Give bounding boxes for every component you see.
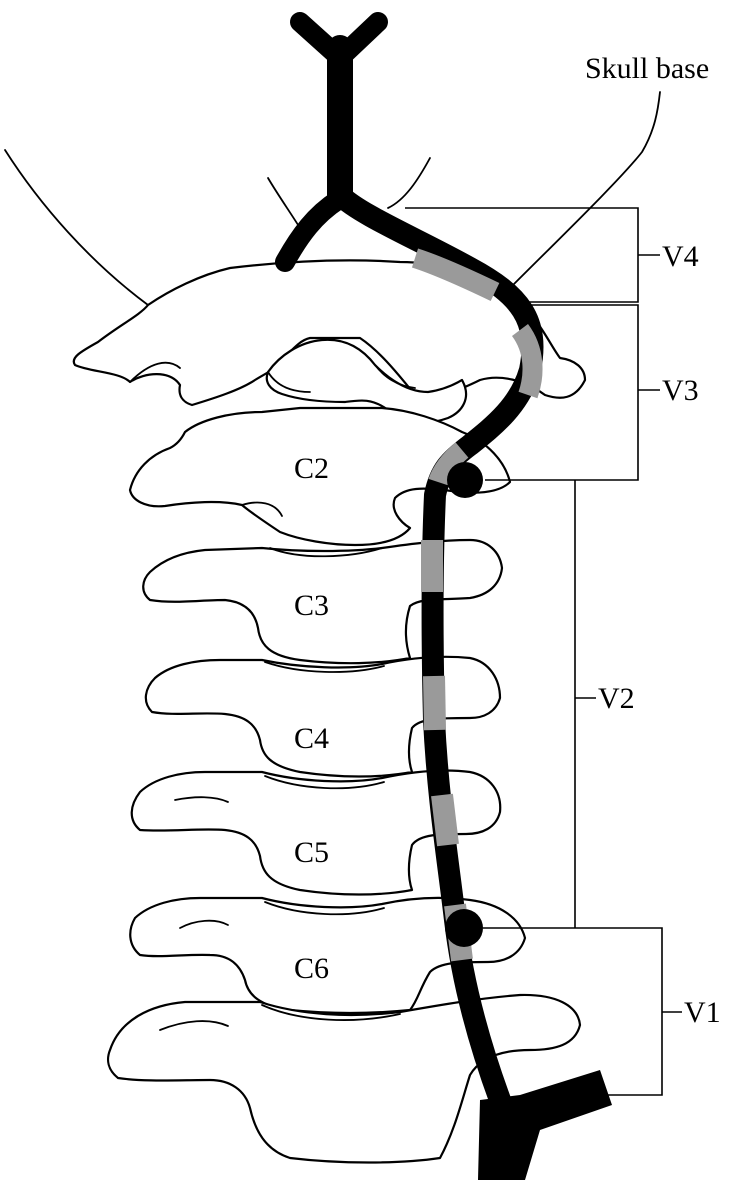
vertebra-c6 bbox=[129, 896, 527, 1015]
highlight-v4 bbox=[411, 248, 500, 302]
c5-top-edge bbox=[264, 775, 385, 790]
highlight-v3-loop bbox=[511, 324, 543, 399]
vertebra-label-c2: C2 bbox=[294, 452, 329, 485]
highlight-c5 bbox=[431, 793, 459, 847]
vertebra-label-c3: C3 bbox=[294, 589, 329, 622]
skull-outline bbox=[4, 149, 149, 306]
vertebra-label-c5: C5 bbox=[294, 836, 329, 869]
skull-base-pointer bbox=[509, 91, 661, 289]
vertebra-c5 bbox=[130, 769, 502, 896]
segment-label-v4: V4 bbox=[662, 240, 699, 273]
c5-inner-line bbox=[174, 796, 229, 803]
segment-label-v2: V2 bbox=[598, 682, 635, 715]
c7-top-edge bbox=[261, 1004, 401, 1021]
segment-label-v1: V1 bbox=[684, 996, 721, 1029]
vertebra-c3 bbox=[142, 538, 504, 665]
c7-inner-line bbox=[159, 1020, 229, 1031]
c2-spinous-line bbox=[241, 501, 283, 517]
highlight-c4 bbox=[423, 675, 446, 731]
atlas-inner-left bbox=[267, 371, 311, 393]
atlas-inner-right bbox=[374, 364, 416, 389]
bracket-v1 bbox=[483, 927, 682, 1096]
skull-base-label: Skull base bbox=[585, 52, 709, 85]
posterior-branch-left bbox=[267, 177, 301, 229]
posterior-branch-right bbox=[387, 157, 431, 209]
subclavian-origin bbox=[478, 1070, 612, 1180]
bracket-v2 bbox=[574, 480, 596, 928]
bracket-v4 bbox=[405, 207, 660, 303]
atlas-c1 bbox=[265, 338, 468, 425]
basilar-fork-right bbox=[330, 12, 388, 68]
skull-notch-left bbox=[129, 361, 181, 383]
vertebra-label-c6: C6 bbox=[294, 952, 329, 985]
vertebra-c4 bbox=[144, 655, 502, 778]
vertebra-c7 bbox=[107, 993, 582, 1164]
c6-top-edge bbox=[264, 901, 385, 916]
vertebra-label-c4: C4 bbox=[294, 722, 329, 755]
c2-exit-marker bbox=[447, 462, 483, 498]
bracket-v3 bbox=[485, 304, 660, 481]
highlight-c2 bbox=[428, 442, 469, 486]
segment-label-v3: V3 bbox=[662, 374, 699, 407]
vertebra-c2 bbox=[128, 406, 512, 547]
c4-top-edge bbox=[264, 661, 385, 673]
left-vertebral-artery-branch bbox=[275, 190, 348, 272]
c6-entry-marker bbox=[445, 909, 483, 947]
c3-top-edge bbox=[269, 547, 383, 558]
c6-inner-line bbox=[179, 919, 229, 929]
